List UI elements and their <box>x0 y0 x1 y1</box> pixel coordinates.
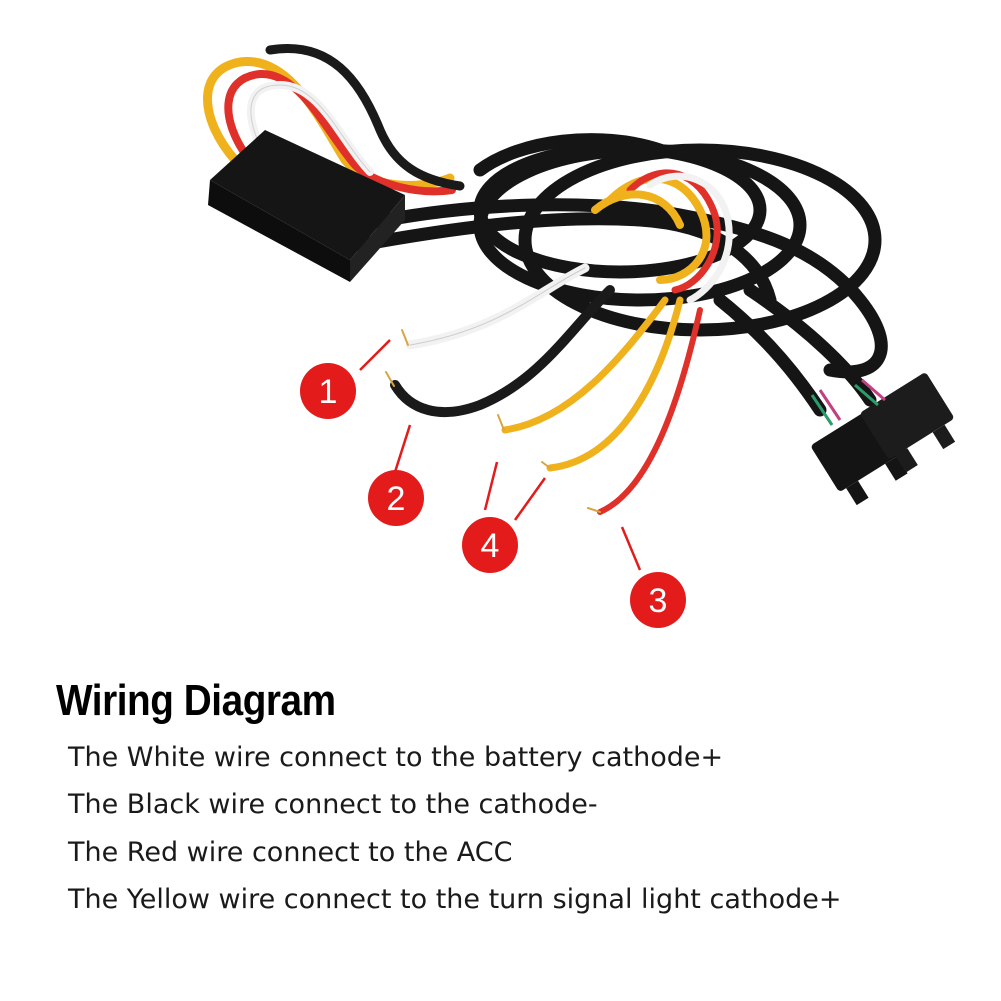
diagram-title: Wiring Diagram <box>56 676 336 725</box>
wiring-harness-photo: 1 2 3 4 <box>203 44 956 628</box>
marker-4: 4 <box>462 517 518 573</box>
coil-wire-wrap <box>591 169 733 304</box>
marker-3: 3 <box>630 572 686 628</box>
wiring-instruction-yellow: The Yellow wire connect to the turn sign… <box>68 884 842 915</box>
wiring-instruction-red: The Red wire connect to the ACC <box>68 837 513 868</box>
marker-2: 2 <box>368 470 424 526</box>
wiring-instruction-black: The Black wire connect to the cathode- <box>68 789 598 820</box>
connector-plugs <box>810 373 956 506</box>
control-module <box>208 130 405 282</box>
marker-2-label: 2 <box>387 480 406 518</box>
wiring-instruction-white: The White wire connect to the battery ca… <box>68 742 724 773</box>
coiled-black-cables <box>353 133 888 417</box>
marker-1-label: 1 <box>319 373 338 411</box>
module-wire-loop <box>203 44 465 196</box>
marker-4-label: 4 <box>481 527 500 565</box>
loose-wire-ends <box>385 263 703 515</box>
marker-3-label: 3 <box>649 582 668 620</box>
marker-1: 1 <box>300 363 356 419</box>
callout-lines <box>359 339 642 571</box>
